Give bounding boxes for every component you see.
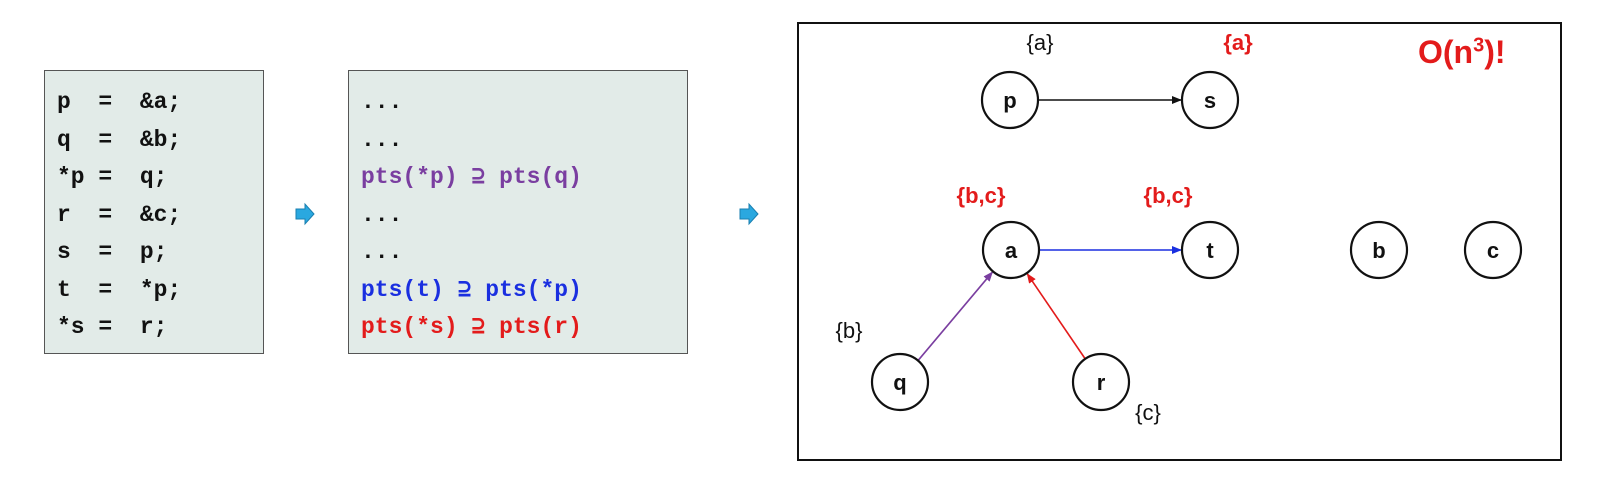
node-q: q xyxy=(870,352,930,412)
node-circle xyxy=(870,352,930,412)
node-s: s xyxy=(1180,70,1240,130)
code-line: s = p; xyxy=(57,239,168,265)
node-a: a xyxy=(981,220,1041,280)
complexity-prefix: O(n xyxy=(1418,34,1474,70)
node-label: s xyxy=(1204,88,1216,113)
node-circle xyxy=(981,220,1041,280)
node-circle xyxy=(980,70,1040,130)
node-label: q xyxy=(893,370,906,395)
node-circle xyxy=(1180,220,1240,280)
node-circle xyxy=(1071,352,1131,412)
points-to-set-q: {b} xyxy=(836,318,863,343)
node-t: t xyxy=(1180,220,1240,280)
constraint-line: ... xyxy=(361,126,403,153)
node-b: b xyxy=(1349,220,1409,280)
node-label: b xyxy=(1372,238,1385,263)
constraint-line: pts(t) ⊇ pts(*p) xyxy=(361,276,582,303)
points-to-set-t: {b,c} xyxy=(1144,183,1193,208)
node-p: p xyxy=(980,70,1040,130)
constraint-panel: ...... pts(*p) ⊇ pts(q)...... pts(t) ⊇ pts… xyxy=(348,70,688,354)
node-circle xyxy=(1349,220,1409,280)
constraint-line: pts(*p) ⊇ pts(q) xyxy=(361,164,582,190)
edge-q-to-a xyxy=(917,271,993,362)
arrow-right-icon xyxy=(295,202,315,226)
complexity-suffix: )! xyxy=(1484,34,1506,70)
points-to-set-r: {c} xyxy=(1135,400,1161,425)
node-label: p xyxy=(1003,88,1016,113)
points-to-set-s: {a} xyxy=(1223,30,1253,55)
node-circle xyxy=(1463,220,1523,280)
complexity-label: O(n3)! xyxy=(1418,34,1506,71)
code-line: t = *p; xyxy=(57,276,182,303)
node-label: r xyxy=(1097,370,1106,395)
node-label: a xyxy=(1005,238,1018,263)
node-label: t xyxy=(1206,238,1214,263)
constraint-line: ... xyxy=(361,201,403,228)
code-line: r = &c; xyxy=(57,201,182,228)
code-line: p = &a; xyxy=(57,89,182,115)
arrow-right-icon xyxy=(739,202,759,226)
code-line: q = &b; xyxy=(57,126,182,153)
constraint-line: ... xyxy=(361,89,403,115)
edge-r-to-a xyxy=(1026,273,1086,360)
node-circle xyxy=(1180,70,1240,130)
code-panel: p = &a; q = &b; *p = q; r = &c; s = p; t = *p… xyxy=(44,70,264,354)
node-c: c xyxy=(1463,220,1523,280)
node-r: r xyxy=(1071,352,1131,412)
node-label: c xyxy=(1487,238,1499,263)
code-line: *s = r; xyxy=(57,314,168,340)
points-to-set-a: {b,c} xyxy=(957,183,1006,208)
constraint-line: pts(*s) ⊇ pts(r) xyxy=(361,314,582,340)
code-line: *p = q; xyxy=(57,164,168,190)
points-to-set-p: {a} xyxy=(1027,30,1054,55)
complexity-exponent: 3 xyxy=(1473,34,1485,57)
constraint-line: ... xyxy=(361,239,403,265)
